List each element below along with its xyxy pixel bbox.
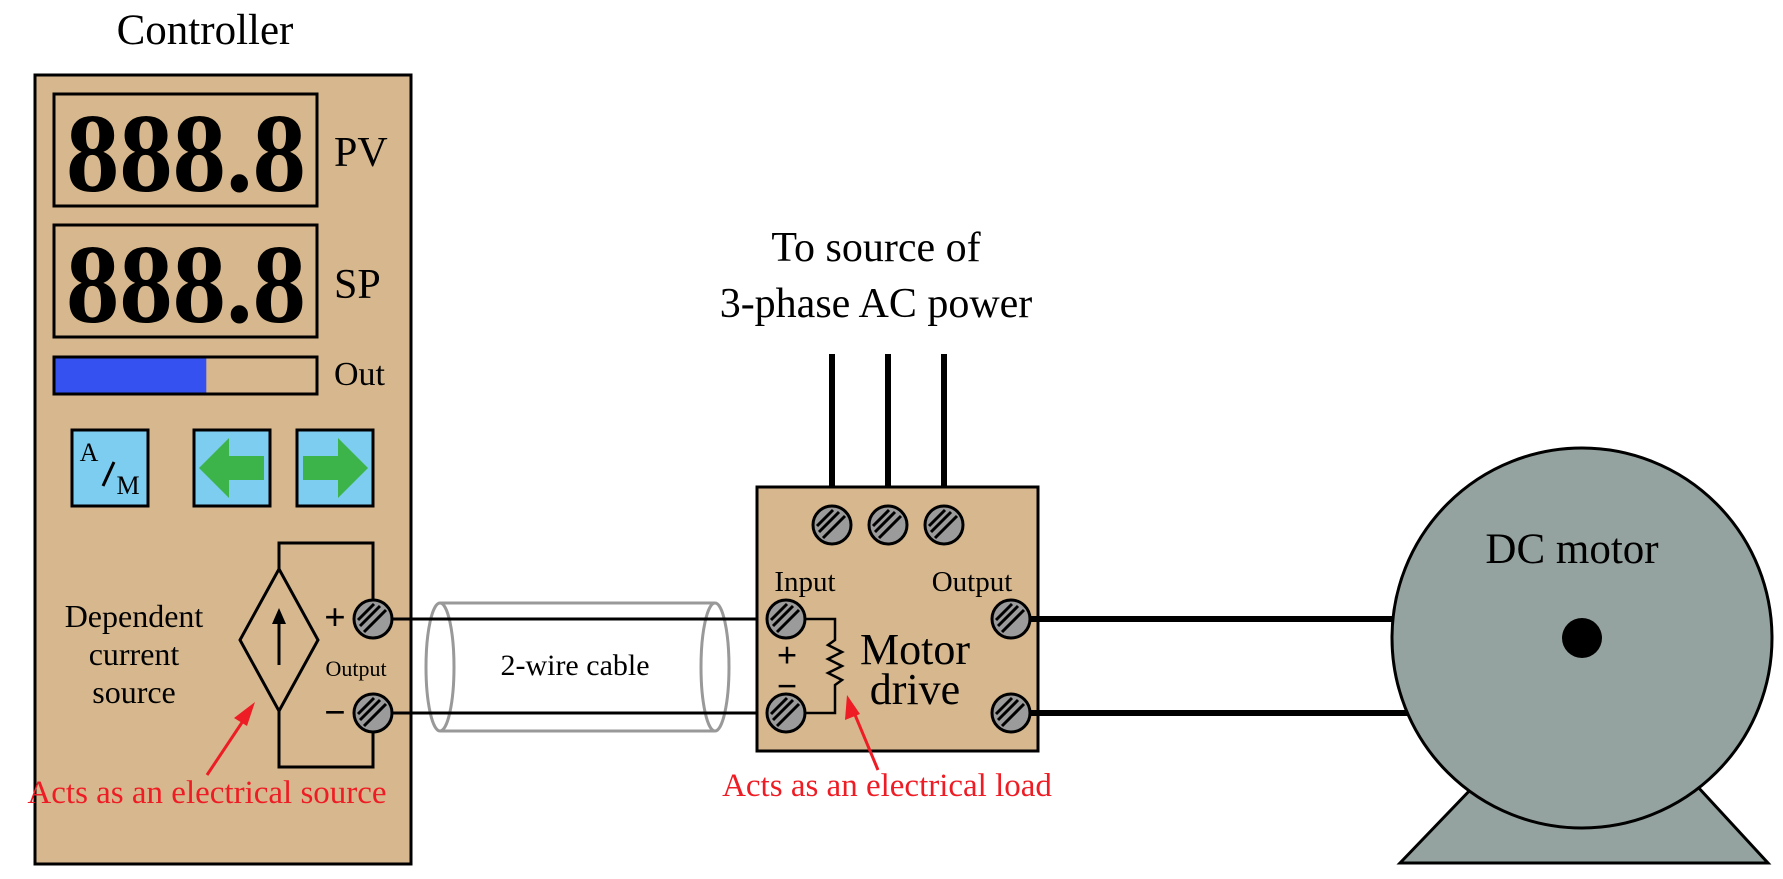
load-annotation-arrowhead xyxy=(845,695,860,720)
ac-terminal-2 xyxy=(867,504,909,546)
drive-to-motor-wires xyxy=(1030,616,1415,716)
source-annotation: Acts as an electrical source xyxy=(27,775,386,811)
output-bargraph-fill xyxy=(55,358,207,393)
motor-drive-title-line1: Motor xyxy=(860,625,970,674)
sp-display xyxy=(52,223,319,339)
drive-output-terminal-1 xyxy=(990,598,1032,640)
am-button-bottom: M xyxy=(116,471,139,500)
source-annotation-arrowhead xyxy=(234,702,255,726)
pv-display xyxy=(52,92,319,208)
controller-plus-terminal xyxy=(352,598,394,640)
source-label-line1: Dependent xyxy=(65,598,204,634)
right-arrow-button[interactable] xyxy=(295,428,375,508)
source-annotation-arrow-shaft xyxy=(205,714,249,776)
sp-display-digits: 888.8 xyxy=(66,223,306,347)
drive-plus-sign: + xyxy=(777,635,798,675)
source-label-line2: current xyxy=(89,636,180,672)
two-wire-cable xyxy=(424,601,731,733)
controller-output-label: Output xyxy=(325,656,386,681)
ac-power-wires xyxy=(829,354,947,505)
pv-label: PV xyxy=(334,130,388,176)
source-label-line3: source xyxy=(92,674,176,710)
sp-label: SP xyxy=(334,262,381,308)
load-annotation-arrow-shaft xyxy=(851,709,880,771)
controller-plus-sign: + xyxy=(324,597,346,639)
motor-drive-title-line2: drive xyxy=(870,665,960,714)
cable-label: 2-wire cable xyxy=(500,649,649,682)
dependent-current-source xyxy=(238,541,375,769)
input-resistor xyxy=(805,617,845,715)
cable-wires xyxy=(392,617,786,715)
arrow-right-icon xyxy=(303,438,368,498)
pv-display-digits: 888.8 xyxy=(66,92,306,216)
motor-shaft xyxy=(1562,618,1602,658)
out-label: Out xyxy=(334,356,386,393)
arrow-left-icon xyxy=(199,438,264,498)
load-annotation: Acts as an electrical load xyxy=(722,768,1052,804)
am-button-top: A xyxy=(80,438,99,467)
drive-input-label: Input xyxy=(774,566,835,598)
ac-terminal-3 xyxy=(923,504,965,546)
drive-output-label: Output xyxy=(932,566,1013,598)
ac-power-label-line1: To source of xyxy=(771,225,980,271)
controller-minus-sign: − xyxy=(324,692,346,734)
controller-minus-terminal xyxy=(352,692,394,734)
ac-terminal-1 xyxy=(811,504,853,546)
drive-minus-sign: − xyxy=(777,666,798,706)
motor-label: DC motor xyxy=(1485,526,1658,573)
ac-power-label-line2: 3-phase AC power xyxy=(720,281,1033,327)
auto-manual-button[interactable]: A M xyxy=(70,428,150,508)
arrow-up-icon xyxy=(272,608,286,624)
drive-output-terminal-2 xyxy=(990,692,1032,734)
drive-input-plus-terminal xyxy=(765,598,807,640)
controller-title: Controller xyxy=(117,7,294,54)
left-arrow-button[interactable] xyxy=(192,428,272,508)
